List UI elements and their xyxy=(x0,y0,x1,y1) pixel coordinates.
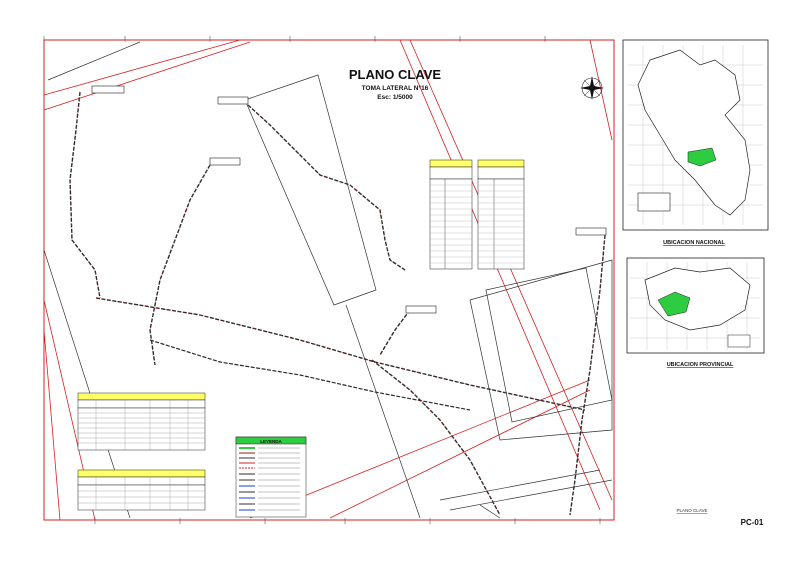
provincial-inset-label: UBICACION PROVINCIAL xyxy=(667,362,734,368)
footer-caption: PLANO CLAVE xyxy=(677,508,708,513)
plan-scale: Esc: 1/5000 xyxy=(377,94,413,101)
legend-title: LEYENDA xyxy=(260,439,282,444)
district-highlight xyxy=(657,291,691,317)
coordinate-table-right xyxy=(477,159,525,270)
coordinate-table-left xyxy=(429,159,473,270)
works-table-upper xyxy=(77,392,206,451)
route-tags xyxy=(91,85,607,314)
plan-title: PLANO CLAVE xyxy=(349,67,442,82)
frame-ticks xyxy=(43,36,601,524)
main-frame xyxy=(43,39,615,521)
compass-icon xyxy=(580,76,604,100)
route-lines xyxy=(69,91,606,516)
region-highlight xyxy=(687,147,717,167)
national-location-inset: UBICACION NACIONAL xyxy=(622,39,769,246)
provincial-location-inset: UBICACION PROVINCIAL xyxy=(626,257,765,368)
sheet-code: PC-01 xyxy=(741,518,764,527)
footer: PLANO CLAVE PC-01 xyxy=(677,508,764,527)
works-table-lower xyxy=(77,469,206,511)
plan-subtitle: TOMA LATERAL N°16 xyxy=(362,84,429,92)
peru-outline xyxy=(637,49,751,216)
legend: LEYENDA xyxy=(235,436,307,518)
title-block: PLANO CLAVE TOMA LATERAL N°16 Esc: 1/500… xyxy=(349,67,442,101)
national-inset-label: UBICACION NACIONAL xyxy=(663,240,725,246)
